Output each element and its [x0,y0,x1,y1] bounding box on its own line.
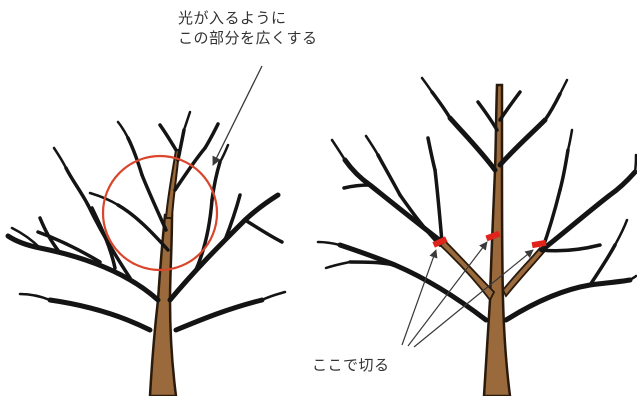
left-lower-right [173,297,265,333]
bottom-annotation: ここで切る [312,356,390,374]
right-tree [316,76,637,396]
cut-mark-middle [485,230,501,242]
right-scaffold-right [501,246,546,298]
left-scaffold-left [5,233,161,303]
left-scaffold-right [167,192,281,303]
top-annotation-line2: この部分を広くする [178,29,318,47]
left-tree [5,110,287,396]
cut-mark-left [432,236,448,248]
caption-arrow [212,65,263,166]
cut-arrows [401,241,534,348]
top-annotation: 光が入るように この部分を広くする [178,8,318,48]
highlight-circle [101,154,219,272]
left-lower-left [47,297,153,333]
top-annotation-line1: 光が入るように [178,9,287,27]
cut-mark-right [531,239,547,249]
